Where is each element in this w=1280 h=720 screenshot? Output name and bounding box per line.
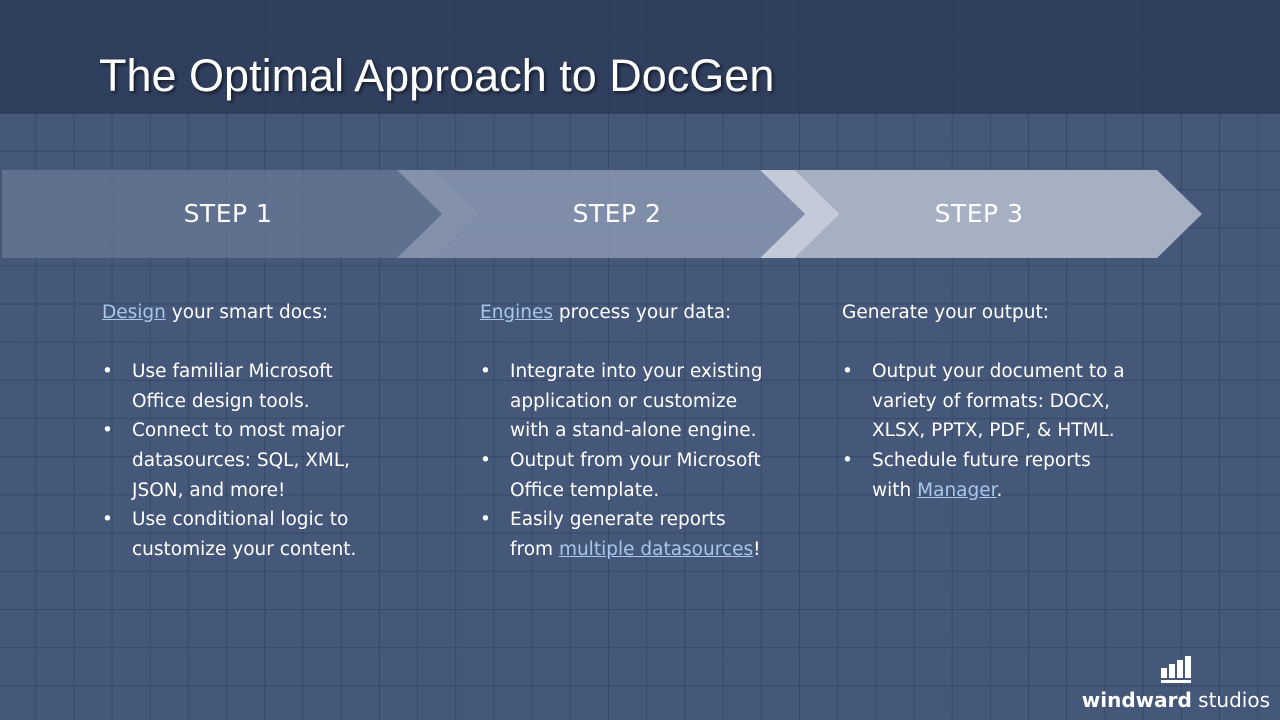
bullet-text: Use familiar Microsoft Office design too… [132, 361, 333, 412]
list-item: • Output your document to a variety of fo… [842, 357, 1132, 446]
step-1-label: STEP 1 [183, 199, 273, 228]
bullet-text: Output from your Microsoft Office templa… [510, 449, 761, 501]
bullet-text-end: ! [753, 538, 761, 560]
list-item: • Connect to most major datasources: SQL,… [102, 416, 357, 505]
step-3-chevron-back [760, 170, 840, 258]
bullet-icon: • [480, 449, 491, 471]
step-1-intro: Design your smart docs: [102, 298, 357, 328]
logo-brand-bold: windward [1081, 688, 1192, 712]
slide-title: The Optimal Approach to DocGen [99, 50, 775, 101]
bullet-text: Connect to most major datasources: SQL, … [132, 420, 351, 501]
bullet-text: Schedule future reports with [872, 449, 1091, 501]
bullet-text: Integrate into your existing application… [510, 361, 763, 442]
step-3-bullet-list: • Output your document to a variety of fo… [842, 357, 1132, 505]
step-2-column: Engines process your data: • Integrate in… [480, 298, 770, 564]
step-3-chevron [795, 170, 1202, 258]
logo-brand-light: studios [1191, 688, 1270, 712]
bullet-icon: • [480, 509, 491, 531]
bullet-icon: • [842, 361, 853, 383]
bullet-icon: • [102, 361, 113, 383]
engines-link[interactable]: Engines [480, 302, 554, 323]
list-item: • Output from your Microsoft Office templ… [480, 446, 770, 505]
list-item: • Use conditional logic to customize your… [102, 505, 357, 564]
step-2-bullet-list: • Integrate into your existing applicatio… [480, 357, 770, 564]
multiple-datasources-link[interactable]: multiple datasources [558, 538, 754, 560]
step-3-intro: Generate your output: [842, 302, 1050, 323]
windward-studios-logo: windward studios [1082, 656, 1270, 712]
step-2-chevron [435, 170, 805, 258]
step-1-intro-text: your smart docs: [165, 302, 329, 323]
manager-link[interactable]: Manager [917, 479, 997, 501]
list-item: • Easily generate reports from multiple d… [480, 505, 770, 564]
step-2-label: STEP 2 [572, 199, 662, 228]
design-link[interactable]: Design [102, 302, 166, 323]
list-item: • Schedule future reports with Manager. [842, 446, 1132, 505]
step-1-column: Design your smart docs: • Use familiar Mi… [102, 298, 357, 564]
title-bar: The Optimal Approach to DocGen [0, 0, 1280, 114]
bullet-icon: • [480, 361, 491, 383]
steps-chevrons [2, 170, 1202, 258]
bullet-text: Use conditional logic to customize your … [132, 509, 357, 560]
step-3-column: Generate your output: • Output your docum… [842, 298, 1132, 505]
logo-wordmark: windward studios [1082, 688, 1270, 712]
step-3-label: STEP 3 [934, 199, 1024, 228]
step-1-bullet-list: • Use familiar Microsoft Office design to… [102, 357, 357, 564]
list-item: • Integrate into your existing applicatio… [480, 357, 770, 446]
bar-chart-logo-icon [1160, 656, 1191, 683]
step-1-chevron [2, 170, 442, 258]
step-2-intro: Engines process your data: [480, 298, 770, 328]
bullet-text-end: . [996, 479, 1003, 501]
bullet-text: Easily generate reports from [510, 509, 726, 560]
list-item: • Use familiar Microsoft Office design to… [102, 357, 357, 416]
bullet-icon: • [102, 420, 113, 442]
step-2-chevron-back [397, 170, 480, 258]
bullet-icon: • [102, 509, 113, 531]
step-2-intro-text: process your data: [553, 302, 732, 323]
bullet-text: Output your document to a variety of for… [872, 361, 1125, 442]
bullet-icon: • [842, 449, 853, 471]
